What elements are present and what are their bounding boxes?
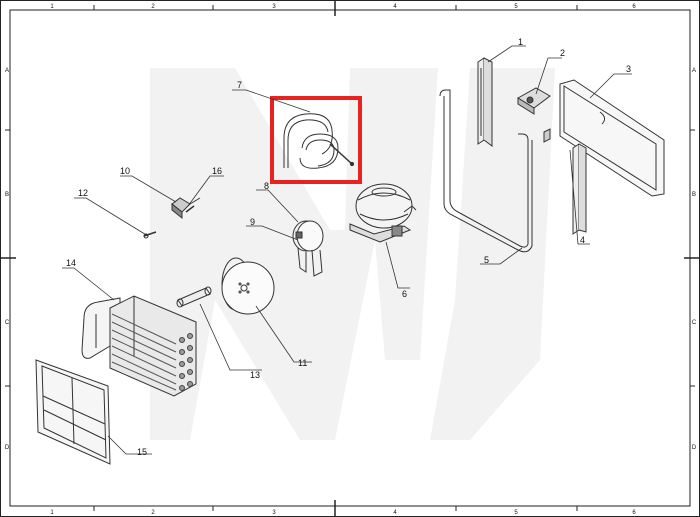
leader-lines (62, 45, 632, 455)
watermark-logo (150, 68, 555, 440)
part-14-condenser (81, 295, 197, 397)
callout-5: 5 (484, 255, 489, 265)
part-15-grille (35, 359, 111, 465)
callout-4: 4 (580, 235, 585, 245)
row-label-right: A (692, 68, 696, 74)
callout-2: 2 (560, 48, 565, 58)
callout-9: 9 (250, 217, 255, 227)
part-11-fan-blade (221, 257, 275, 315)
col-label-bottom: 1 (50, 510, 54, 516)
row-label-right: C (692, 320, 697, 326)
col-label-top: 3 (272, 4, 276, 10)
col-label-top: 5 (514, 4, 518, 10)
row-label-left: A (5, 68, 9, 74)
part-2-mounting-block (517, 87, 551, 115)
callout-14: 14 (66, 258, 76, 268)
col-label-bottom: 4 (393, 510, 397, 516)
col-label-top: 6 (632, 4, 636, 10)
grid-labels: 1 2 3 4 5 6 1 2 3 4 5 6 A B C D A B C D (5, 4, 697, 516)
callout-16: 16 (212, 166, 222, 176)
part-3-cover-panel (559, 79, 665, 197)
part-10-valve (171, 197, 201, 220)
callout-12: 12 (78, 188, 88, 198)
part-5-condensate-pipe (439, 89, 533, 253)
row-label-left: B (5, 192, 9, 198)
col-label-top: 2 (151, 4, 155, 10)
col-label-bottom: 5 (514, 510, 518, 516)
part-7-capillary-tube-coil (283, 113, 355, 169)
callout-11: 11 (298, 358, 307, 368)
col-label-bottom: 2 (151, 510, 155, 516)
callout-labels: 1 2 3 4 5 6 7 8 9 10 16 12 13 11 14 15 (66, 37, 631, 457)
row-label-right: D (692, 445, 697, 451)
part-16-screw (185, 205, 195, 213)
callout-6: 6 (402, 289, 407, 299)
part-4-lower-rail (543, 128, 587, 235)
callout-10: 10 (120, 166, 130, 176)
callout-1: 1 (518, 37, 523, 47)
highlight-box (270, 96, 362, 184)
callout-7: 7 (237, 80, 242, 90)
callout-13: 13 (250, 370, 260, 380)
callout-15: 15 (137, 447, 147, 457)
row-label-left: C (5, 320, 10, 326)
callout-8: 8 (264, 181, 269, 191)
col-label-top: 4 (393, 4, 397, 10)
col-label-bottom: 3 (272, 510, 276, 516)
part-6-compressor (349, 183, 417, 243)
callout-3: 3 (626, 64, 631, 74)
col-label-top: 1 (50, 4, 54, 10)
part-1-bracket-rail (477, 57, 493, 147)
row-label-left: D (5, 445, 10, 451)
col-label-bottom: 6 (632, 510, 636, 516)
part-9-fan-motor (292, 220, 324, 277)
row-label-right: B (692, 192, 696, 198)
part-13-filter-drier (176, 286, 212, 308)
